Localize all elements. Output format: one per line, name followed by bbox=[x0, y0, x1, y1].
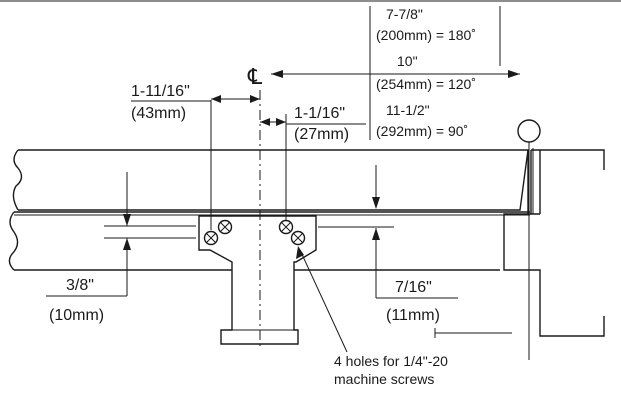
screw-holes bbox=[203, 219, 306, 246]
screw-hole bbox=[203, 230, 219, 246]
dim-11mm-metric: (11mm) bbox=[386, 307, 440, 324]
dim-90-inch: 11-1/2" bbox=[386, 102, 430, 118]
holes-note: 4 holes for 1/4"-20 machine screws bbox=[296, 246, 448, 387]
reference-mark bbox=[434, 328, 512, 338]
dim-90-metric: (292mm) = 90˚ bbox=[376, 123, 468, 139]
mounting-bracket bbox=[198, 215, 317, 345]
pivot-circle bbox=[517, 119, 541, 143]
dim-27mm-inch: 1-1/16" bbox=[294, 105, 345, 122]
dim-27mm-metric: (27mm) bbox=[294, 126, 349, 143]
dim-10mm: 3/8" (10mm) bbox=[46, 172, 196, 324]
angle-dimension-table: 7-7/8" (200mm) = 180˚ 10" (254mm) = 120˚… bbox=[271, 6, 520, 140]
centerline-symbol: ℄ bbox=[247, 65, 263, 90]
dim-11mm-inch: 7/16" bbox=[395, 279, 432, 296]
dim-10mm-inch: 3/8" bbox=[66, 277, 94, 294]
screw-hole bbox=[290, 230, 306, 246]
dim-180-inch: 7-7/8" bbox=[386, 6, 423, 22]
dim-43mm-inch: 1-11/16" bbox=[131, 83, 190, 100]
screw-hole bbox=[217, 219, 233, 235]
door-break-line bbox=[8, 211, 19, 271]
dim-180-metric: (200mm) = 180˚ bbox=[376, 27, 476, 43]
screw-hole bbox=[278, 219, 294, 235]
dim-120-metric: (254mm) = 120˚ bbox=[376, 76, 476, 92]
header-panel bbox=[18, 149, 529, 211]
dim-43mm: 1-11/16" (43mm) bbox=[131, 83, 260, 122]
dim-27mm: 1-1/16" (27mm) bbox=[260, 105, 366, 143]
dim-120-inch: 10" bbox=[397, 53, 418, 69]
frame-profile bbox=[503, 149, 605, 337]
dim-11mm: 7/16" (11mm) bbox=[318, 165, 458, 324]
holes-note-line1: 4 holes for 1/4"-20 bbox=[334, 353, 448, 369]
dim-10mm-metric: (10mm) bbox=[49, 307, 104, 324]
holes-note-line2: machine screws bbox=[334, 371, 434, 387]
dim-43mm-metric: (43mm) bbox=[131, 105, 186, 122]
header-break-line bbox=[12, 149, 23, 211]
